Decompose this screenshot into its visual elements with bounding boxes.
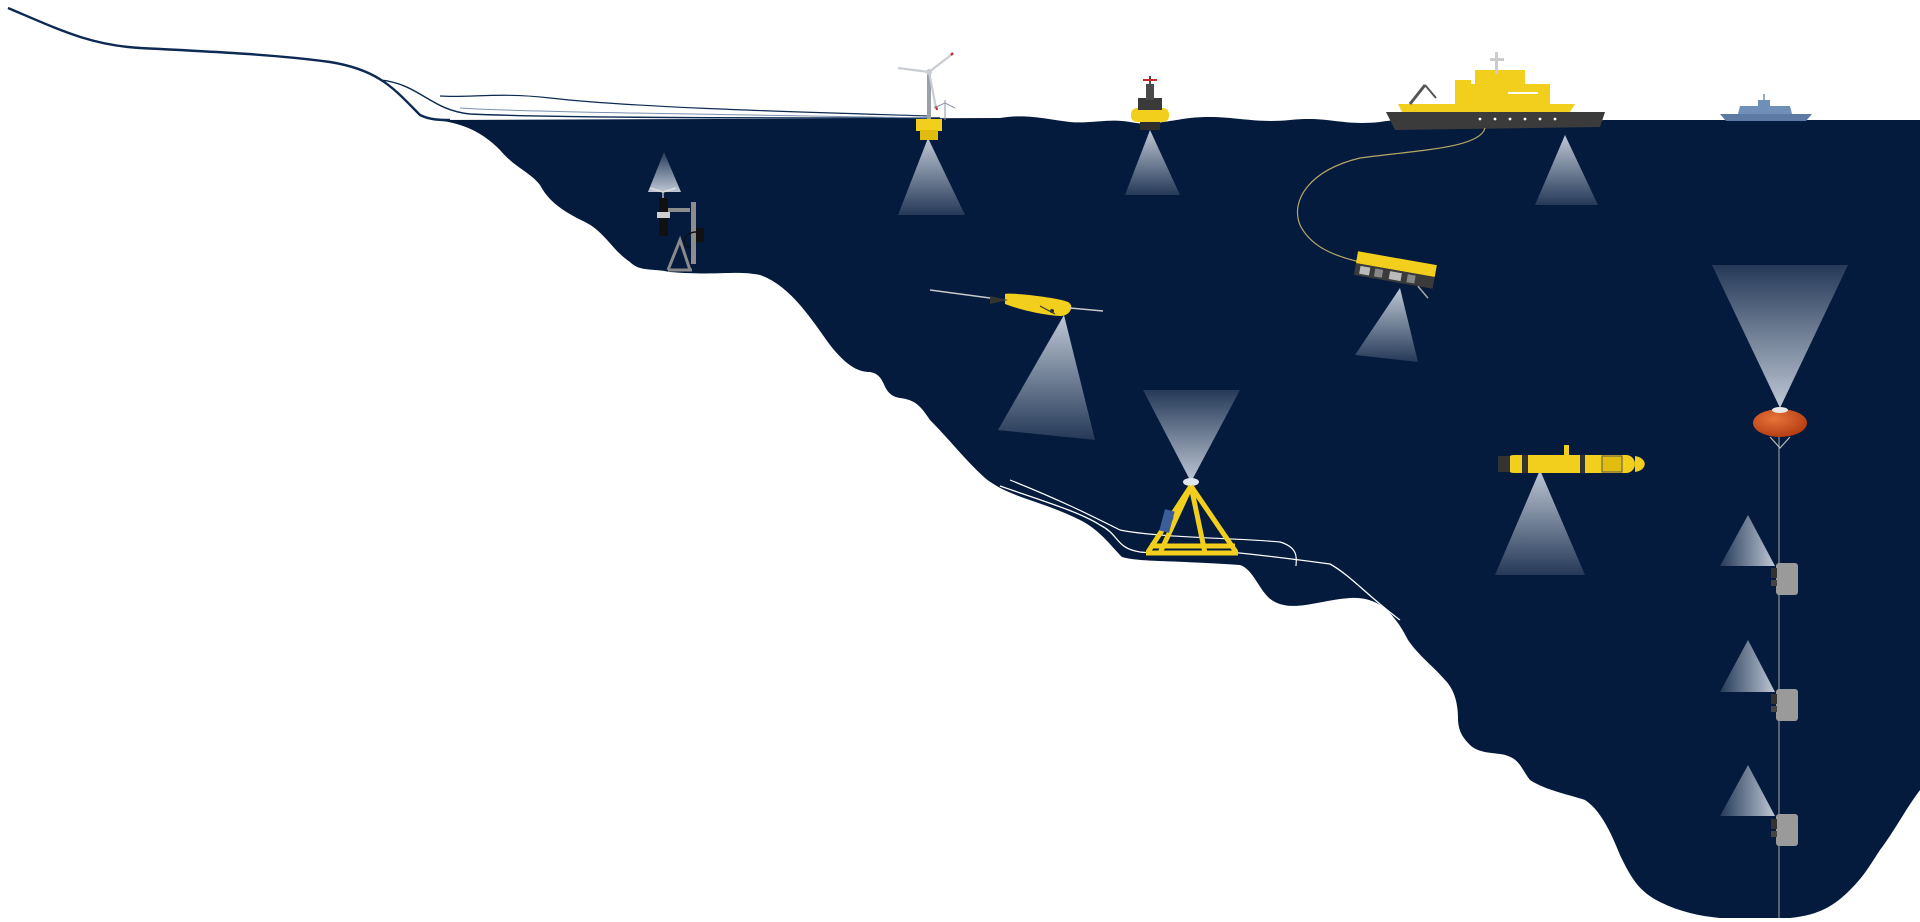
naval-vessel (1720, 94, 1812, 121)
glider-beam (998, 315, 1095, 440)
underwater-glider (929, 289, 1104, 316)
subsurface-float (1753, 407, 1807, 449)
turbine-beam (898, 138, 965, 215)
autonomous-underwater-vehicle (1498, 445, 1645, 473)
research-vessel (1386, 52, 1605, 130)
sonar-beams (648, 130, 1848, 816)
lander-beam (1143, 390, 1240, 482)
mooring-instrument (1771, 689, 1798, 721)
rov-tether (1296, 127, 1486, 263)
offshore-wind-turbine (897, 52, 956, 140)
mooring-instrument (1771, 563, 1798, 595)
auv-beam (1495, 470, 1585, 575)
mooring-instrument (1771, 814, 1798, 846)
remotely-operated-vehicle (1353, 251, 1437, 299)
pod-1-beam (1720, 515, 1775, 566)
seabed-lander-frame (1145, 478, 1239, 556)
seabed-tripod-sensor (649, 187, 704, 272)
vessel-beam (1535, 135, 1598, 205)
tripod-beam (648, 152, 681, 192)
surface-buoy (1131, 76, 1169, 130)
pod-3-beam (1720, 765, 1775, 816)
float-beam (1712, 265, 1848, 408)
rov-beam (1355, 288, 1418, 362)
pod-2-beam (1720, 640, 1775, 692)
buoy-beam (1125, 130, 1180, 195)
